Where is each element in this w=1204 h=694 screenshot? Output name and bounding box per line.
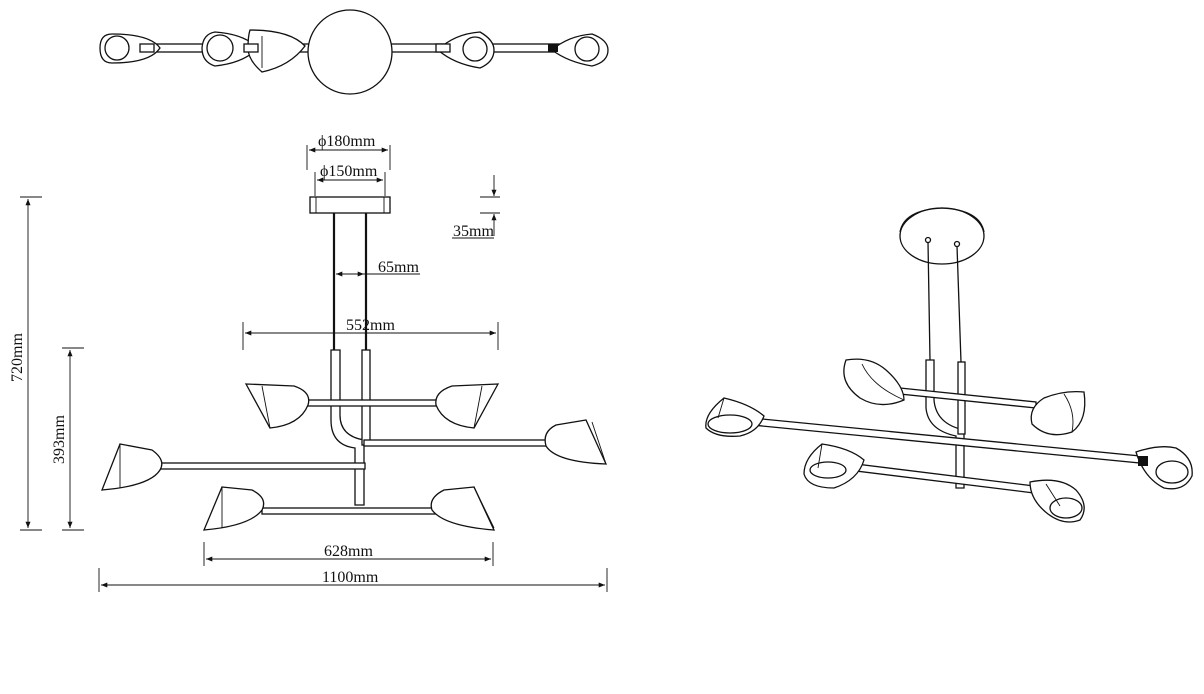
front-shade-2 [435,383,500,429]
top-view [99,9,609,95]
perspective-shade-2 [1030,390,1086,436]
front-shade-3 [544,419,608,465]
perspective-shade-6 [1029,479,1085,523]
dimension-labels: ϕ180mm ϕ150mm 35mm 65mm 552mm 628mm 1100… [9,133,494,586]
top-view-shade-2 [201,31,259,67]
top-view-shade-1 [99,33,161,64]
top-view-shade-5 [548,33,609,67]
perspective-shade-3 [705,397,765,437]
perspective-shade-4 [1135,446,1193,490]
dim-total-height: 720mm [9,333,26,382]
dim-inner-span: 552mm [346,317,395,334]
front-canopy [309,196,391,214]
dim-canopy-height: 35mm [453,223,494,240]
dimension-lines [20,145,608,592]
dim-body-height: 393mm [51,415,68,464]
dim-canopy-inner: ϕ150mm [320,163,378,180]
top-view-canopy [307,9,393,95]
front-shade-6 [430,486,496,531]
top-view-shade-3 [243,29,306,73]
perspective-shade-1 [843,358,905,406]
front-shade-5 [202,486,265,531]
dim-total-width: 1100mm [322,569,379,586]
front-shade-4 [101,443,163,491]
front-elevation [101,196,608,531]
dim-canopy-outer: ϕ180mm [318,133,376,150]
front-shade-1 [244,383,310,429]
perspective-shade-5 [803,443,865,489]
perspective-view [705,207,1193,523]
top-view-shade-4 [435,31,495,69]
dim-rod-spacing: 65mm [378,259,419,276]
perspective-canopy [899,207,985,265]
dim-lower-span: 628mm [324,543,373,560]
